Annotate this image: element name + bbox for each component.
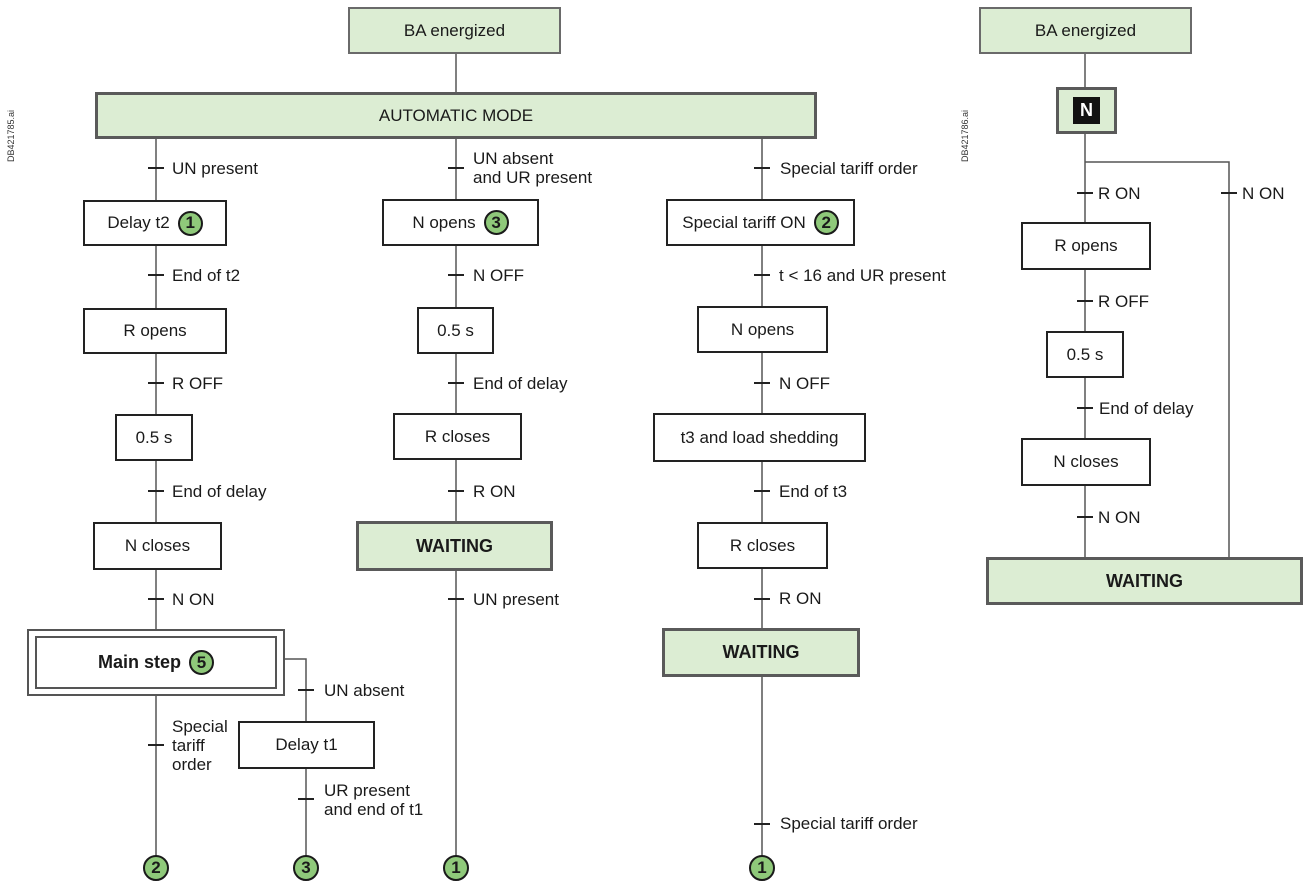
step-label: BA energized: [403, 20, 506, 40]
step-label: WAITING: [1106, 570, 1183, 591]
step-label: 0.5 s: [437, 320, 474, 340]
condition-label: Special tariff order: [780, 159, 918, 178]
waiting-step: WAITING: [662, 628, 860, 677]
step-label: Delay t2: [107, 213, 170, 232]
r-opens-step: R opens: [1021, 222, 1151, 270]
step-label: N opens: [412, 212, 476, 232]
connector-2-badge: 2: [143, 855, 169, 881]
step-label: WAITING: [416, 535, 493, 556]
delay-t1-step: Delay t1: [238, 721, 375, 769]
step-number-badge: 2: [813, 210, 839, 235]
main-step: Main step 5: [35, 636, 277, 689]
r-closes-step: R closes: [697, 522, 828, 569]
r-closes-step: R closes: [393, 413, 522, 460]
step-label: 0.5 s: [135, 427, 173, 447]
condition-label: R ON: [1098, 184, 1141, 203]
ba-energized-step: BA energized: [979, 7, 1192, 54]
step-label: N closes: [124, 536, 191, 555]
connector-1-badge: 1: [443, 855, 469, 881]
condition-label: t < 16 and UR present: [779, 266, 946, 285]
step-number-badge: 1: [177, 210, 203, 236]
drawing-code: DB421785.ai: [6, 109, 16, 162]
condition-label: End of delay: [473, 374, 568, 393]
condition-label: R ON: [473, 482, 516, 501]
delay-step: 0.5 s: [417, 307, 494, 354]
condition-label: UN present: [473, 590, 559, 609]
step-label: R closes: [729, 535, 796, 555]
condition-line: UN absent: [473, 149, 554, 168]
condition-label: Special tariff order: [780, 814, 918, 833]
n-opens-step: N opens 3: [382, 199, 539, 246]
condition-line: order: [172, 755, 212, 774]
condition-label: UN absent and UR present: [473, 149, 592, 187]
condition-line: tariff: [172, 736, 205, 755]
condition-label: N OFF: [779, 374, 830, 393]
delay-step: 0.5 s: [115, 414, 193, 461]
main-step-outer: [27, 629, 285, 696]
step-label: N closes: [1053, 452, 1119, 471]
condition-label: UN absent: [324, 681, 405, 700]
r-opens-step: R opens: [83, 308, 227, 354]
connector-line: [1085, 161, 1230, 557]
delay-step: 0.5 s: [1046, 331, 1124, 378]
special-tariff-on-step: Special tariff ON 2: [666, 199, 855, 246]
condition-label: R ON: [779, 589, 822, 608]
step-number-badge: 5: [189, 650, 214, 675]
step-label: WAITING: [722, 642, 800, 662]
n-closes-step: N closes: [93, 522, 222, 570]
step-number-badge: 3: [483, 210, 509, 235]
connector-1-badge: 1: [749, 855, 775, 881]
waiting-step: WAITING: [986, 557, 1303, 605]
n-closes-step: N closes: [1021, 438, 1151, 486]
drawing-code: DB421786.ai: [960, 109, 970, 162]
step-label: Main step: [97, 652, 181, 672]
condition-label: UR present and end of t1: [324, 781, 423, 819]
step-label: t3 and load shedding: [680, 427, 839, 447]
step-label: Delay t1: [275, 735, 338, 754]
condition-label: End of t3: [779, 482, 848, 501]
waiting-step: WAITING: [356, 521, 553, 571]
condition-label: N ON: [172, 590, 215, 609]
step-label: N opens: [730, 319, 795, 339]
automatic-mode-step: AUTOMATIC MODE: [95, 92, 817, 139]
condition-line: UR present: [324, 781, 410, 800]
condition-label: N ON: [1242, 184, 1285, 203]
condition-label: End of delay: [1099, 399, 1194, 418]
condition-line: Special: [172, 717, 228, 736]
condition-label: R OFF: [1098, 292, 1149, 311]
step-label: Special tariff ON: [682, 212, 806, 232]
step-label: R opens: [1054, 236, 1118, 255]
n-initial-step: N: [1056, 87, 1117, 134]
n-step-tag: N: [1073, 97, 1100, 124]
step-label: BA energized: [1034, 20, 1137, 40]
condition-label: N ON: [1098, 508, 1141, 527]
step-label: AUTOMATIC MODE: [378, 105, 534, 125]
step-label: 0.5 s: [1066, 344, 1104, 364]
ba-energized-step: BA energized: [348, 7, 561, 54]
condition-line: and UR present: [473, 168, 593, 187]
step-label: R closes: [424, 426, 491, 446]
n-opens-step: N opens: [697, 306, 828, 353]
step-label: R opens: [123, 321, 187, 340]
condition-label: N OFF: [473, 266, 524, 285]
condition-label: Special tariff order: [172, 717, 228, 774]
condition-line: and end of t1: [324, 800, 424, 819]
condition-label: R OFF: [172, 374, 223, 393]
condition-label: End of t2: [172, 266, 241, 285]
t3-load-shedding-step: t3 and load shedding: [653, 413, 866, 462]
condition-label: UN present: [172, 159, 258, 178]
connector-line: [285, 658, 307, 721]
connector-3-badge: 3: [293, 855, 319, 881]
condition-label: End of delay: [172, 482, 267, 501]
delay-t2-step: Delay t2 1: [83, 200, 227, 246]
